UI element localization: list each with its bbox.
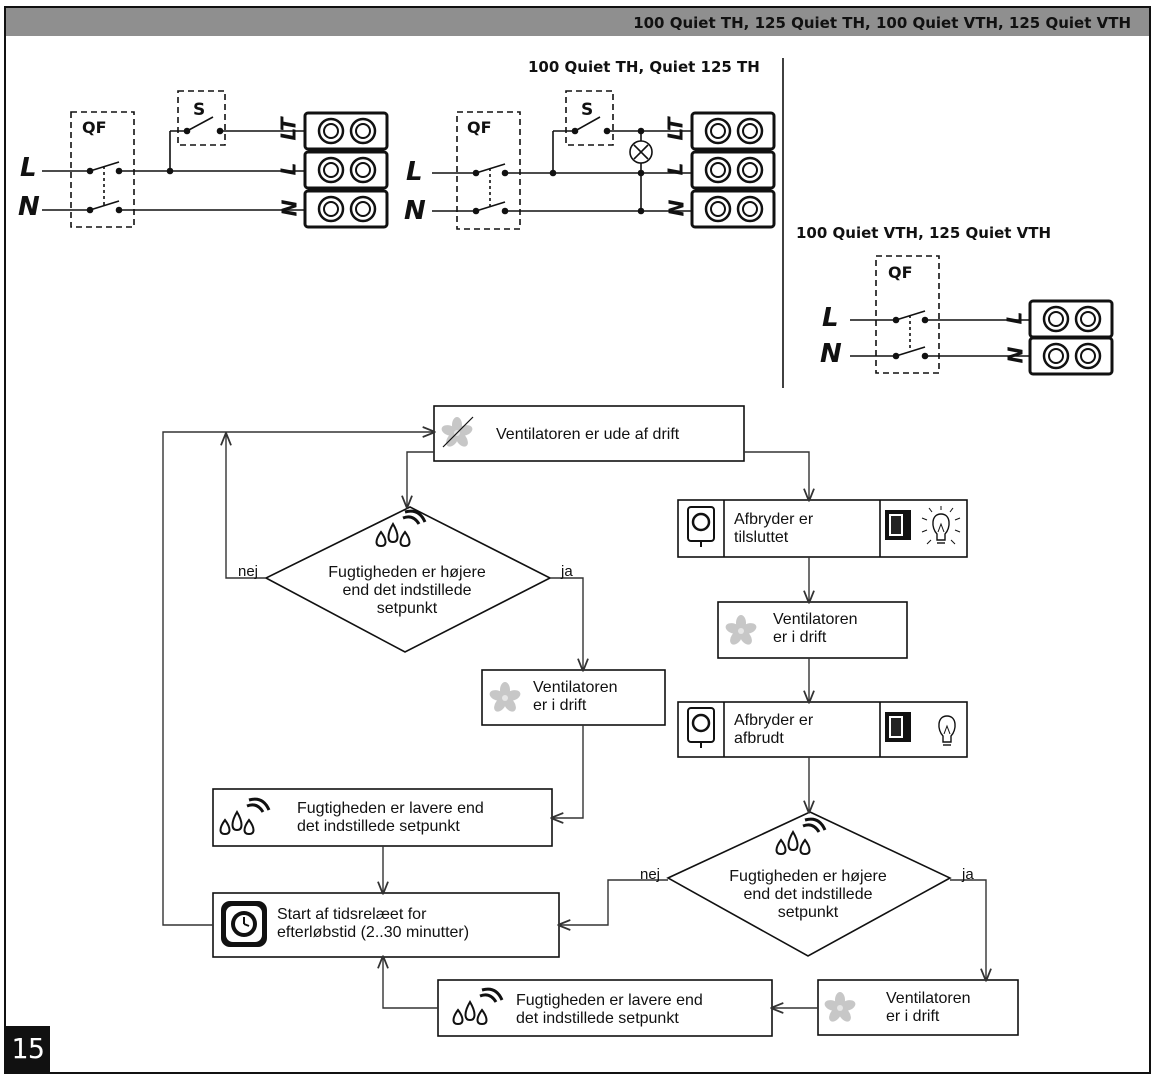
diamond-humidity-right	[666, 811, 952, 957]
switch-control-icon	[686, 505, 716, 549]
line-label: L	[822, 303, 839, 333]
lit-bulb-icon	[921, 506, 961, 545]
breaker-label: QF	[888, 263, 913, 282]
wiring-diagram-right	[850, 255, 1030, 374]
wall-switch-icon	[885, 510, 911, 540]
no-label: nej	[238, 563, 259, 580]
terminal-block-lt	[303, 111, 389, 151]
box-switch-off	[677, 701, 968, 758]
timer-icon	[221, 901, 267, 947]
terminal-block-n-vth	[1028, 336, 1114, 376]
yes-label: ja	[561, 563, 573, 580]
wall-switch-icon	[885, 712, 911, 742]
terminal-block-l	[303, 150, 389, 190]
page-frame	[4, 6, 1151, 1074]
terminal-label-n: N	[1003, 346, 1028, 364]
vth-diagram-title: 100 Quiet VTH, 125 Quiet VTH	[796, 224, 1052, 242]
box-humidity-lower-left	[212, 788, 553, 847]
neutral-label: N	[18, 192, 40, 222]
breaker-label: QF	[467, 118, 492, 137]
header-bar	[6, 8, 1149, 36]
terminal-label-n: N	[664, 199, 689, 217]
terminal-label-l: L	[276, 162, 301, 176]
breaker-label: QF	[82, 118, 107, 137]
terminal-label-n: N	[277, 199, 302, 217]
flowchart	[212, 405, 1019, 1037]
flowchart-arrows	[162, 432, 986, 1008]
fan-off-text: Ventilatoren er ude af drift	[496, 426, 680, 443]
terminal-label-lt: LT	[663, 117, 688, 141]
terminal-block-n-th	[690, 189, 776, 229]
neutral-label: N	[820, 339, 842, 369]
page-title: 100 Quiet TH, 125 Quiet TH, 100 Quiet VT…	[633, 14, 1131, 32]
terminal-block-l-vth	[1028, 299, 1114, 339]
box-switch-on	[677, 499, 968, 558]
terminal-block-n	[303, 189, 389, 229]
box-fan-on-left	[481, 669, 666, 726]
diamond-humidity-left	[264, 506, 552, 653]
wiring-diagram-left	[42, 90, 305, 228]
switch-label: S	[581, 100, 594, 120]
terminal-label-l: L	[1002, 311, 1027, 325]
page-number-badge: 15	[6, 1026, 50, 1072]
terminal-label-l: L	[663, 162, 688, 176]
line-label: L	[20, 153, 37, 183]
terminal-block-lt-th	[690, 111, 776, 151]
no-label: nej	[640, 866, 661, 883]
line-label: L	[406, 157, 423, 187]
box-fan-off	[433, 405, 745, 462]
terminal-block-l-th	[690, 150, 776, 190]
switch-control-icon	[686, 706, 716, 750]
fan-off-icon	[440, 416, 474, 449]
wiring-diagram-middle	[432, 90, 692, 230]
switch-label: S	[193, 100, 206, 120]
neutral-label: N	[404, 196, 426, 226]
terminal-label-lt: LT	[276, 117, 301, 141]
th-diagram-title: 100 Quiet TH, Quiet 125 TH	[528, 58, 760, 76]
yes-label: ja	[962, 866, 974, 883]
